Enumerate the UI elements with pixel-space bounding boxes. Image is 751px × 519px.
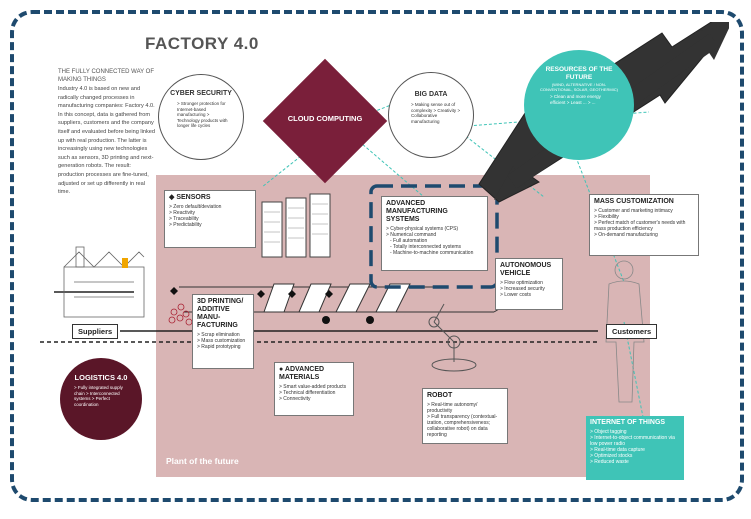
cyber-item: > Stronger protection for Internet-based… [177, 101, 226, 117]
materials-item: > Technical differentiation [279, 390, 336, 396]
resources-circle: RESOURCES OF THE FUTURE (WIND, ALTERNATI… [524, 50, 634, 160]
printing-item: > Scrap elimination [197, 332, 240, 338]
bigdata-item: > Making sense out of complexity [411, 102, 456, 113]
plant-label: Plant of the future [166, 456, 239, 466]
printing-item: > Mass customization [197, 338, 246, 344]
mass-customization-box: MASS CUSTOMIZATION > Customer and market… [589, 194, 699, 256]
sensors-item: > Zero default/deviation [169, 204, 222, 210]
printing-title: 3D PRINTING/ ADDITIVE MANU- FACTURING [197, 298, 244, 329]
resources-title: RESOURCES OF THE FUTURE [545, 66, 613, 81]
ams-box: ADVANCED MANUFACTURING SYSTEMS > Cyber-p… [381, 196, 488, 271]
logistics-title: LOGISTICS 4.0 [74, 373, 128, 382]
3d-printing-box: 3D PRINTING/ ADDITIVE MANU- FACTURING > … [192, 294, 254, 369]
mass-title: MASS CUSTOMIZATION [594, 198, 674, 205]
iot-title: INTERNET OF THINGS [590, 419, 666, 426]
bigdata-item: > Collaborative manufacturing [411, 107, 461, 124]
advanced-materials-box: ● ADVANCED MATERIALS > Smart value-added… [274, 362, 354, 416]
robot-title: ROBOT [427, 392, 453, 399]
mass-item: > Perfect match of customer's needs with… [594, 220, 686, 232]
auto-title: AUTONOMOUS VEHICLE [500, 262, 552, 277]
sensors-box: ◆ SENSORS > Zero default/deviation > Rea… [164, 190, 256, 248]
big-data-circle: BIG DATA > Making sense out of complexit… [388, 72, 474, 158]
cyber-security-circle: CYBER SECURITY > Stronger protection for… [158, 74, 244, 160]
highlight-box [369, 184, 499, 289]
sensors-item: > Traceability [169, 216, 199, 222]
suppliers-label: Suppliers [72, 324, 119, 339]
cloud-computing-label: CLOUD COMPUTING [287, 114, 363, 123]
ams-title: ADVANCED MANUFACTURING SYSTEMS [386, 200, 448, 223]
bigdata-item: > Creativity [433, 107, 457, 113]
materials-item: > Connectivity [279, 396, 311, 402]
iot-item: > Reduced waste [590, 459, 629, 465]
logistics-circle: LOGISTICS 4.0 > Fully integrated supply … [60, 358, 142, 440]
autonomous-vehicle-box: AUTONOMOUS VEHICLE > Flow optimization >… [495, 258, 563, 310]
sensors-title: ◆ SENSORS [169, 194, 211, 201]
auto-item: > Increased security [500, 286, 545, 292]
sensors-item: > Reactivity [169, 210, 195, 216]
iot-item: > Internet-to-object communication via l… [590, 435, 675, 447]
ams-item: > Numerical command [386, 232, 437, 238]
logistics-item: > Interconnected systems [74, 390, 120, 402]
resources-subtitle: (WIND, ALTERNATIVE / NON-CONVENTIONAL, S… [539, 82, 618, 92]
logistics-item: > Perfect coordination [74, 396, 110, 407]
auto-item: > Flow optimization [500, 280, 543, 286]
cyber-item: > Technology products with longer life c… [177, 112, 228, 128]
sensors-item: > Predictability [169, 222, 202, 228]
mass-item: > Customer and marketing intimacy [594, 208, 673, 214]
printing-item: > Rapid prototyping [197, 344, 241, 350]
ams-item: > Cyber-physical systems (CPS) [386, 226, 459, 232]
poster-title: FACTORY 4.0 [145, 34, 259, 53]
iot-item: > Real-time data capture [590, 447, 645, 453]
ams-item: - Totally interconnected systems [390, 244, 462, 250]
mass-item: > On-demand manufacturing [594, 232, 658, 238]
intro-body: Industry 4.0 is based on new and radical… [58, 86, 156, 196]
materials-title: ● ADVANCED MATERIALS [279, 366, 325, 381]
mass-item: > Flexibility [594, 214, 619, 220]
robot-item: > Real-time autonomy/ productivity [427, 402, 478, 414]
intro-heading: THE FULLY CONNECTED WAY OF MAKING THINGS [58, 69, 155, 83]
robot-box: ROBOT > Real-time autonomy/ productivity… [422, 388, 508, 444]
resources-item: > Clean and more energy efficient [550, 94, 601, 105]
iot-item: > Object tagging [590, 429, 627, 435]
resources-item: > ... [587, 99, 596, 105]
bigdata-title: BIG DATA [414, 91, 448, 98]
customers-label: Customers [606, 324, 658, 339]
iot-box: INTERNET OF THINGS > Object tagging > In… [586, 416, 684, 480]
dashed-frame [10, 10, 744, 502]
ams-item: - Machine-to-machine communication [390, 250, 474, 256]
logistics-item: > Fully integrated supply chain [74, 385, 123, 396]
ams-item: - Full automation [390, 238, 428, 244]
robot-item: > Full transparency (contextual- ization… [427, 414, 498, 438]
iot-item: > Optimized stocks [590, 453, 633, 459]
cyber-title: CYBER SECURITY [170, 90, 232, 97]
resources-item: > Least ... [566, 99, 587, 105]
auto-item: > Lower costs [500, 292, 531, 298]
factory-poster: Plant of the future FACTORY 4.0 THE FULL… [24, 22, 729, 492]
materials-item: > Smart value-added products [279, 384, 347, 390]
